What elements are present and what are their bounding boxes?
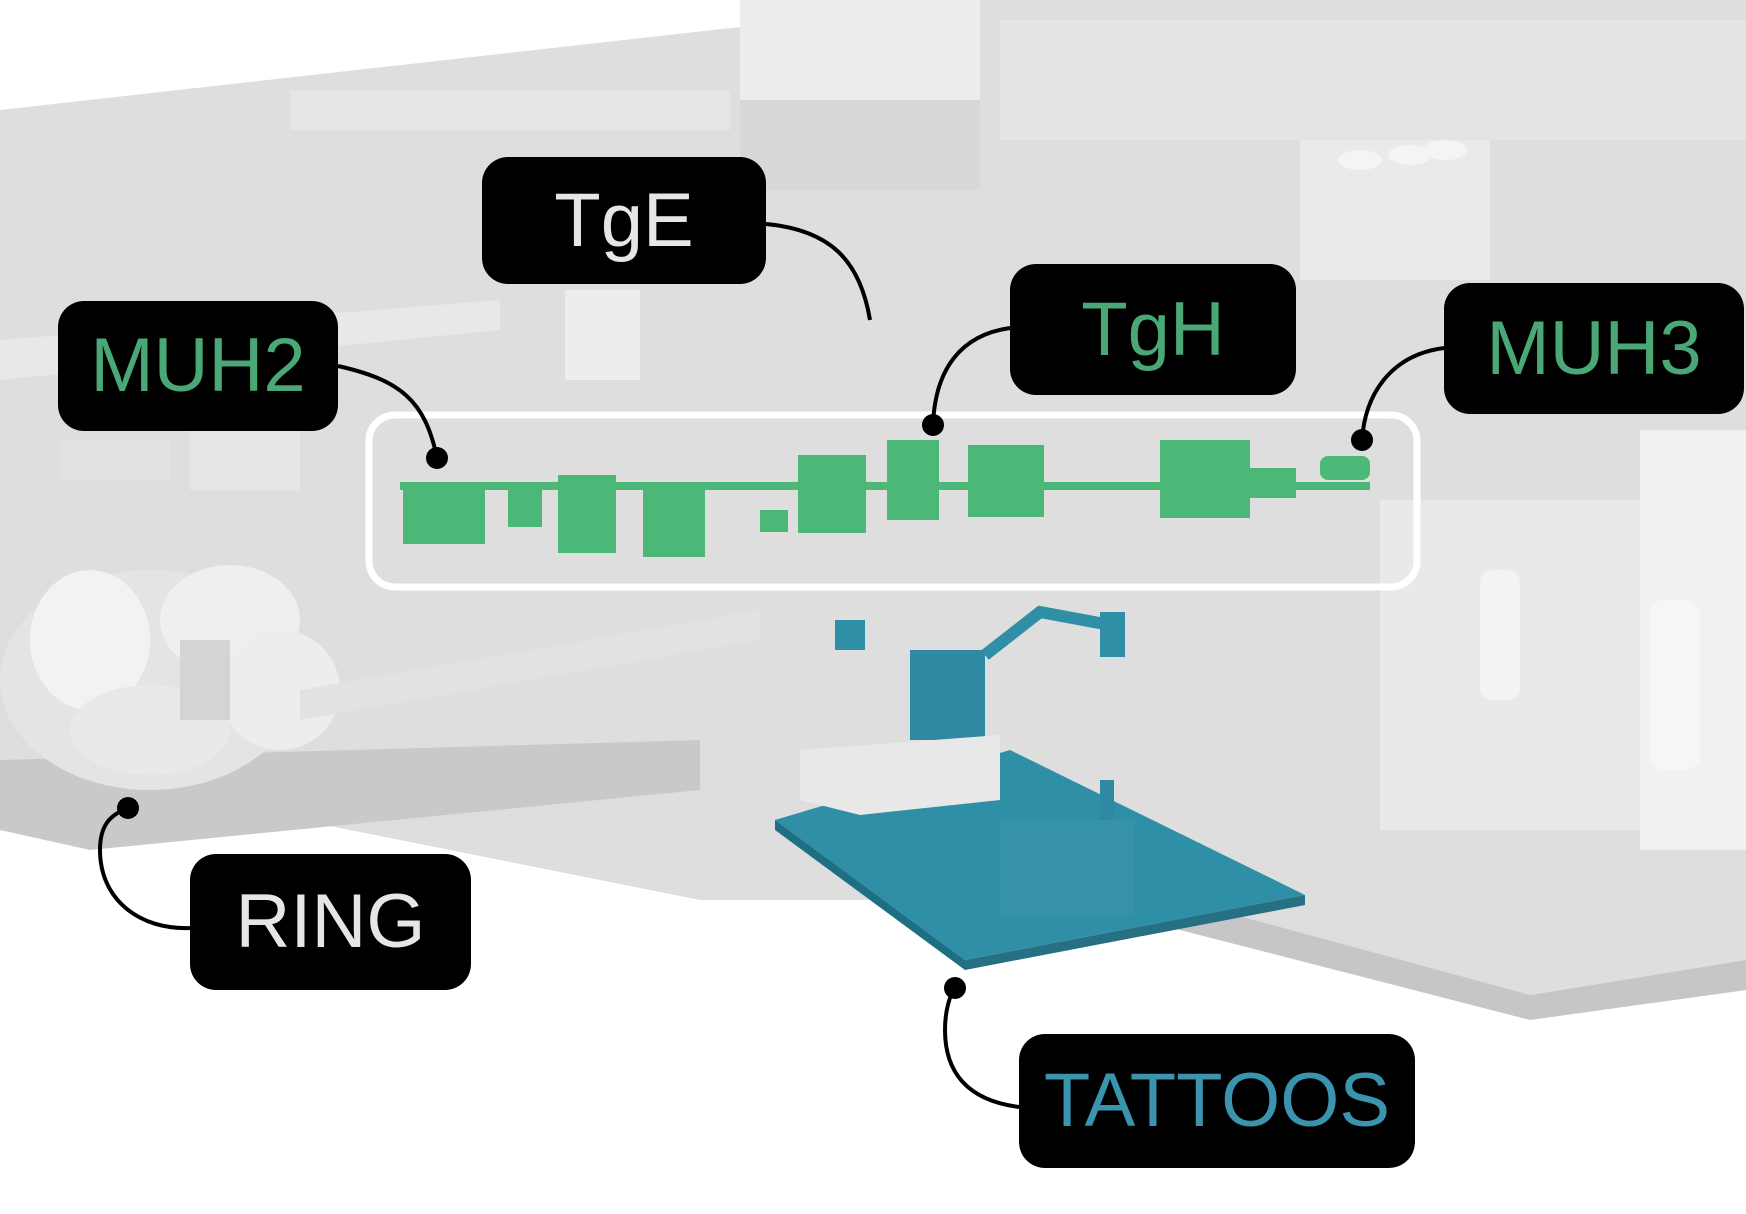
label-ring: RING	[190, 854, 471, 990]
label-muh3: MUH3	[1444, 283, 1744, 414]
beamline-highlight-box	[365, 411, 1421, 591]
connector-ring	[97, 806, 191, 931]
tattoos-support-slab	[800, 735, 1000, 815]
ground-right-edge	[1180, 900, 1746, 1020]
back-wall-left	[290, 90, 730, 130]
connector-dots	[117, 414, 1373, 999]
label-tge-text: TgE	[554, 177, 694, 263]
left-block-1	[190, 420, 300, 490]
right-vessel-2	[1650, 600, 1700, 770]
tank-3	[1423, 140, 1467, 160]
label-tge: TgE	[482, 157, 766, 284]
back-hall-right	[1000, 20, 1746, 140]
left-block-2	[60, 440, 170, 480]
label-muh2-text: MUH2	[90, 323, 306, 408]
connector-lines	[97, 222, 1445, 1109]
label-tgh: TgH	[1010, 264, 1296, 395]
tank-building	[1300, 140, 1490, 280]
label-tgh-text: TgH	[1081, 286, 1225, 372]
ring-cyclotron	[0, 565, 340, 790]
beamline-highlight	[400, 440, 1370, 557]
ring-beamline	[300, 610, 760, 720]
connector-tattoos	[942, 986, 1020, 1109]
connector-muh3	[1360, 346, 1445, 441]
connector-tge	[765, 222, 872, 321]
label-tattoos-text: TATTOOS	[1043, 1058, 1391, 1143]
label-muh3-text: MUH3	[1486, 305, 1702, 391]
reactor-building-side	[740, 100, 980, 190]
connector-tgh	[931, 326, 1011, 426]
tank-1	[1338, 150, 1382, 170]
connector-muh2	[337, 364, 439, 459]
label-tattoos: TATTOOS	[1019, 1034, 1415, 1168]
tank-2	[1388, 145, 1432, 165]
label-muh2: MUH2	[58, 301, 338, 431]
right-vessel	[1480, 570, 1520, 700]
label-ring-text: RING	[235, 879, 426, 964]
tge-hex-block	[565, 290, 640, 380]
